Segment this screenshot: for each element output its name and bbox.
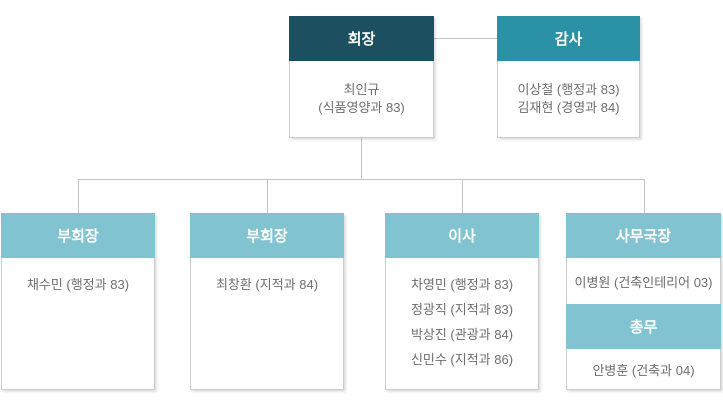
member: 정광직 (지적과 83) xyxy=(410,302,514,317)
node-vice-chairman-1: 부회장 채수민 (행정과 83) xyxy=(1,213,155,390)
member: 이상철 (행정과 83) xyxy=(517,82,620,97)
connector-drop-secretary-general xyxy=(644,179,645,213)
node-directors: 이사 차영민 (행정과 83) 정광직 (지적과 83) 박상진 (관광과 84… xyxy=(385,213,539,390)
member: 김재현 (경영과 84) xyxy=(517,100,620,115)
node-directors-title: 이사 xyxy=(385,213,539,258)
member: 신민수 (지적과 86) xyxy=(410,352,514,367)
node-secretary-general: 사무국장 이병원 (건축인테리어 03) 총무 안병훈 (건축과 04) xyxy=(566,213,721,390)
member-name: 최인규 xyxy=(343,82,380,97)
connector-main-horizontal xyxy=(78,179,644,180)
node-vice-chairman-1-members: 채수민 (행정과 83) xyxy=(2,258,154,295)
member: 이병원 (건축인테리어 03) xyxy=(574,275,713,290)
node-general-affairs-members: 안병훈 (건축과 04) xyxy=(567,349,720,389)
member: 채수민 (행정과 83) xyxy=(26,277,130,292)
member: 박상진 (관광과 84) xyxy=(410,327,514,342)
member: 차영민 (행정과 83) xyxy=(410,277,514,292)
connector-chairman-down xyxy=(361,138,362,179)
node-vice-chairman-1-title: 부회장 xyxy=(1,213,155,258)
node-auditor: 감사 이상철 (행정과 83) 김재현 (경영과 84) xyxy=(497,16,640,138)
node-vice-chairman-2-members: 최창환 (지적과 84) xyxy=(191,258,343,295)
node-general-affairs-title: 총무 xyxy=(566,304,721,349)
node-chairman-title: 회장 xyxy=(289,16,434,61)
member: 최창환 (지적과 84) xyxy=(215,277,319,292)
node-chairman: 회장 최인규 (식품영양과 83) xyxy=(289,16,434,138)
connector-drop-vice-chairman-2 xyxy=(267,179,268,213)
node-vice-chairman-2-title: 부회장 xyxy=(190,213,344,258)
node-secretary-general-members: 이병원 (건축인테리어 03) xyxy=(567,258,720,305)
node-directors-members: 차영민 (행정과 83) 정광직 (지적과 83) 박상진 (관광과 84) 신… xyxy=(386,258,538,372)
node-auditor-title: 감사 xyxy=(497,16,640,61)
member-dept: (식품영양과 83) xyxy=(318,100,405,115)
node-secretary-general-title: 사무국장 xyxy=(566,213,721,258)
node-chairman-members: 최인규 (식품영양과 83) xyxy=(290,61,433,117)
member: 안병훈 (건축과 04) xyxy=(592,362,695,378)
node-auditor-members: 이상철 (행정과 83) 김재현 (경영과 84) xyxy=(498,61,639,117)
connector-drop-directors xyxy=(462,179,463,213)
node-vice-chairman-2: 부회장 최창환 (지적과 84) xyxy=(190,213,344,390)
connector-drop-vice-chairman-1 xyxy=(78,179,79,213)
connector-chairman-auditor xyxy=(434,38,497,39)
